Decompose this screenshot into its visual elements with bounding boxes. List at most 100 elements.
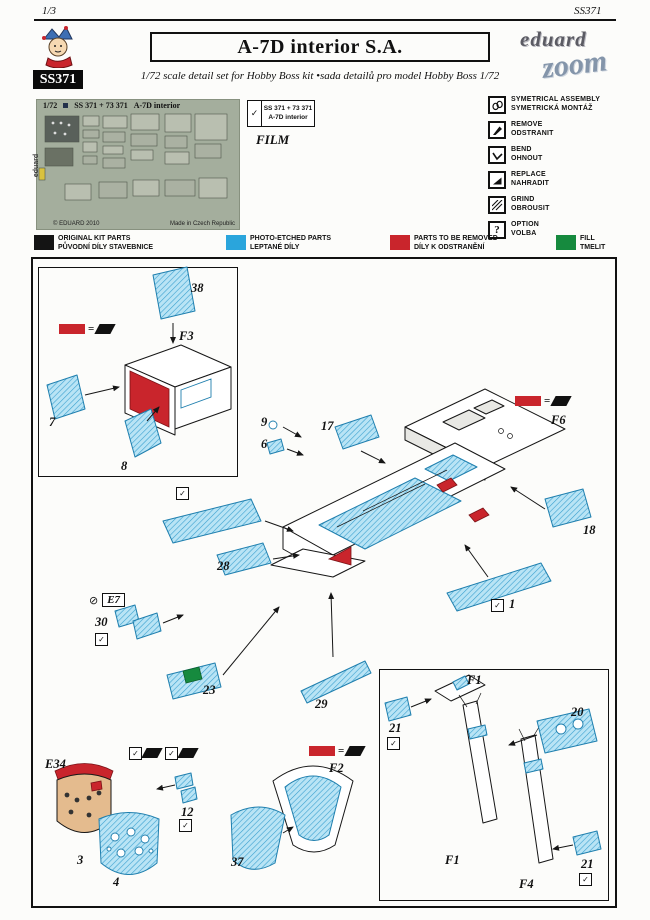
part-callout: 38 <box>191 281 204 295</box>
film-name: A-7D interior <box>268 113 308 121</box>
film-code: SS 371 + 73 371 <box>263 104 313 112</box>
part-callout: 30 <box>95 615 108 629</box>
header-rule <box>34 19 616 21</box>
kit-part-symbol <box>141 748 163 758</box>
photoetch-parts-swatch <box>226 235 246 250</box>
step-callout: F1 <box>467 673 482 687</box>
legend-en: OPTION <box>511 221 540 229</box>
part-callout: 18 <box>583 523 596 537</box>
windscreen-drawing <box>230 765 354 870</box>
paint-red-instruction: = <box>309 745 366 757</box>
page-title: A-7D interior S.A. <box>237 35 403 58</box>
legend-row-replace: REPLACE NAHRADIT <box>488 171 620 189</box>
film-check-icon: ✓ <box>248 101 262 126</box>
fret-parts-artwork <box>38 113 228 201</box>
step-callout: E34 <box>45 757 66 771</box>
legend-cz: NAHRADIT <box>511 180 550 187</box>
symmetrical-assembly-icon <box>488 96 506 114</box>
film-label: FILM <box>256 132 290 147</box>
step-callout: F3 <box>179 329 194 343</box>
fret-origin: Made in Czech Republic <box>169 221 235 227</box>
legend-row-remove: REMOVE ODSTRANIT <box>488 121 620 139</box>
legend-row-option: ? OPTION VOLBA <box>488 221 620 239</box>
inset-box-f3 <box>38 267 238 477</box>
symbol-legend: SYMETRICAL ASSEMBLY SYMETRICKÁ MONTÁŽ RE… <box>488 96 620 246</box>
part-callout: 23 <box>203 683 216 697</box>
option-checkbox-icon: ✓ <box>179 819 192 832</box>
step-callout: F6 <box>551 413 566 427</box>
paint-red-instruction: = <box>59 323 116 335</box>
assembly-artwork <box>46 266 602 875</box>
page-number: 1/3 <box>42 5 57 17</box>
part-callout: 6 <box>261 437 268 451</box>
part-callout: 12 <box>181 805 194 819</box>
replace-icon <box>488 171 506 189</box>
part-callout: 21 <box>389 721 402 735</box>
legend-en: PHOTO-ETCHED PARTS <box>250 235 332 242</box>
fret-code: SS 371 + 73 371 <box>74 101 128 110</box>
remove-icon <box>488 121 506 139</box>
legend-en: FILL <box>580 235 595 242</box>
e7-reference: ⊘ E7 <box>89 593 126 607</box>
part-callout: 21 <box>581 857 594 871</box>
removed-parts-swatch <box>390 235 410 250</box>
color-legend-fill: FILL TMELIT <box>556 235 605 253</box>
bend-icon <box>488 146 506 164</box>
kit-part-swatch <box>344 746 366 756</box>
paint-red-instruction: = <box>515 395 572 407</box>
equals-sign: = <box>88 323 95 335</box>
option-checkbox-icon: ✓ <box>129 747 142 760</box>
photoetch-parts-drawings <box>114 414 592 704</box>
part-callout: 17 <box>321 419 334 433</box>
title-box: A-7D interior S.A. <box>150 32 490 62</box>
e7-symbol-icon: ⊘ <box>89 593 99 607</box>
color-legend-removed: PARTS TO BE REMOVED DÍLY K ODSTRANĚNÍ <box>390 235 498 253</box>
step-callout: F4 <box>519 877 534 891</box>
product-code-badge: SS371 <box>33 70 83 89</box>
legend-en: SYMETRICAL ASSEMBLY <box>511 96 601 104</box>
option-checkbox-icon: ✓ <box>387 737 400 750</box>
step-callout: F2 <box>329 761 344 775</box>
eduard-logo: eduard <box>520 27 587 51</box>
grind-icon <box>488 196 506 214</box>
red-part-swatch <box>515 396 541 406</box>
option-checkbox-icon: ✓ <box>165 747 178 760</box>
fill-swatch <box>556 235 576 250</box>
part-callout: 28 <box>217 559 230 573</box>
kit-part-swatch <box>550 396 572 406</box>
part-callout: 29 <box>315 697 328 711</box>
inset-box-landing-gear <box>379 669 609 901</box>
equals-sign: = <box>544 395 551 407</box>
original-parts-swatch <box>34 235 54 250</box>
question-glyph: ? <box>494 224 500 236</box>
fuselage-floor-drawing <box>270 388 566 578</box>
film-reference-box: ✓ SS 371 + 73 371 A-7D interior <box>247 100 315 127</box>
legend-en: PARTS TO BE REMOVED <box>414 235 498 242</box>
part-callout: 37 <box>231 855 244 869</box>
kit-part-symbol <box>177 748 199 758</box>
option-checkbox-icon: ✓ <box>95 633 108 646</box>
fret-caption: 1/72 SS 371 + 73 371 A-7D interior <box>43 101 180 110</box>
cockpit-tub-drawing <box>46 266 232 458</box>
assembly-diagram: 38 F3 7 8 9 6 17 F6 18 28 1 30 23 29 E34… <box>31 257 617 908</box>
option-checkbox-icon: ✓ <box>491 599 504 612</box>
part-callout: 9 <box>261 415 268 429</box>
equals-sign: = <box>338 745 345 757</box>
legend-cz: OBROUSIT <box>511 205 550 212</box>
legend-cz: ODSTRANIT <box>511 130 554 137</box>
legend-row-symmetrical: SYMETRICAL ASSEMBLY SYMETRICKÁ MONTÁŽ <box>488 96 620 114</box>
legend-cz: LEPTANÉ DÍLY <box>250 243 300 251</box>
legend-en: BEND <box>511 146 532 154</box>
part-callout: 3 <box>77 853 84 867</box>
option-checkbox-icon: ✓ <box>176 487 189 500</box>
legend-cz: SYMETRICKÁ MONTÁŽ <box>511 105 593 112</box>
option-checkbox-icon: ✓ <box>579 873 592 886</box>
fret-scale: 1/72 <box>43 101 58 110</box>
legend-row-grind: GRIND OBROUSIT <box>488 196 620 214</box>
legend-en: REMOVE <box>511 121 543 129</box>
e7-label: E7 <box>102 593 126 607</box>
eduard-mini-logo <box>63 103 69 108</box>
fret-name: A-7D interior <box>133 101 181 110</box>
legend-cz: PŮVODNÍ DÍLY STAVEBNICE <box>58 243 154 251</box>
